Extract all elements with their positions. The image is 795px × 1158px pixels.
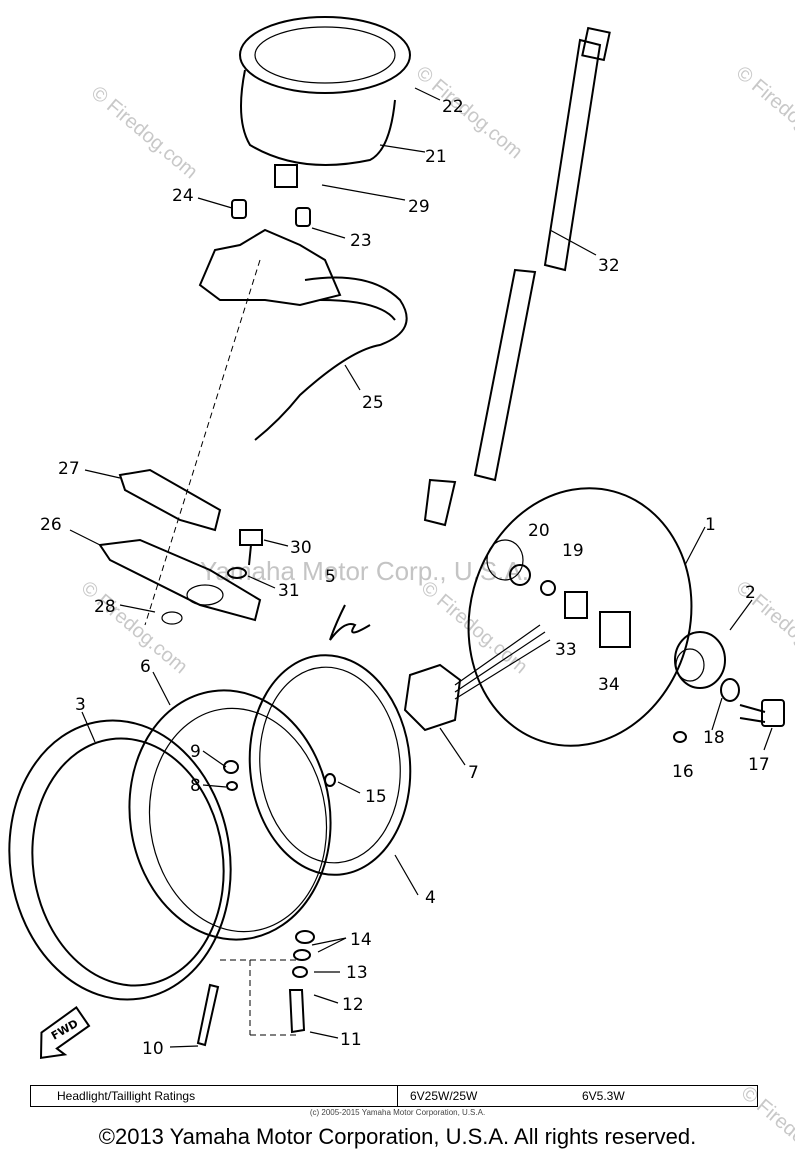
fwd-label: FWD — [49, 1017, 80, 1043]
footer-copyright: ©2013 Yamaha Motor Corporation, U.S.A. A… — [98, 1124, 697, 1149]
ratings-taillight-value: 6V5.3W — [582, 1089, 625, 1103]
callout-27: 27 — [58, 459, 80, 479]
callout-1: 1 — [705, 515, 716, 535]
callout-12: 12 — [342, 995, 364, 1015]
callout-30: 30 — [290, 538, 312, 558]
small-copyright: (c) 2005-2015 Yamaha Motor Corporation, … — [309, 1108, 486, 1117]
callout-28: 28 — [94, 597, 116, 617]
headlight-rim — [8, 711, 232, 1001]
callout-23: 23 — [350, 231, 372, 251]
callout-16: 16 — [672, 762, 694, 782]
ratings-label: Headlight/Taillight Ratings — [31, 1086, 398, 1106]
callout-33: 33 — [555, 640, 577, 660]
watermark-group: © Firedog.com © Firedog.com © Firedog.co… — [77, 62, 795, 1158]
headlight-case — [128, 671, 332, 941]
center-watermark: Yamaha Motor Corp., U.S.A. — [200, 556, 529, 586]
ratings-table: Headlight/Taillight Ratings 6V25W/25W 6V… — [30, 1085, 758, 1107]
callout-22: 22 — [442, 97, 464, 117]
callout-24: 24 — [172, 186, 194, 206]
speedometer-cable — [423, 26, 611, 527]
callout-7: 7 — [468, 763, 479, 783]
callout-10: 10 — [142, 1039, 164, 1059]
callout-21: 21 — [425, 147, 447, 167]
connector-7 — [403, 624, 551, 766]
callout-11: 11 — [340, 1030, 362, 1050]
callout-6: 6 — [140, 657, 151, 677]
callout-34: 34 — [598, 675, 620, 695]
watermark-5: © Firedog.com — [417, 577, 532, 678]
callout-14: 14 — [350, 930, 372, 950]
callout-8: 8 — [190, 776, 201, 796]
spring-5 — [329, 604, 371, 641]
callout-labels: 1 2 3 4 5 6 7 8 9 10 11 12 13 14 15 16 1… — [40, 97, 770, 1059]
callout-19: 19 — [562, 541, 584, 561]
watermark-6: © Firedog.com — [732, 577, 795, 678]
bulb-sockets — [144, 184, 408, 626]
callout-15: 15 — [365, 787, 387, 807]
callout-5: 5 — [325, 567, 336, 587]
headlight-body — [467, 487, 706, 747]
mount-hardware — [673, 599, 785, 751]
callout-9: 9 — [190, 742, 201, 762]
callout-32: 32 — [598, 256, 620, 276]
callout-2: 2 — [745, 583, 756, 603]
watermark-3: © Firedog.com — [732, 62, 795, 163]
bolt-30 — [227, 529, 289, 589]
callout-20: 20 — [528, 521, 550, 541]
callout-25: 25 — [362, 393, 384, 413]
brackets — [69, 468, 262, 625]
callout-3: 3 — [75, 695, 86, 715]
callout-13: 13 — [346, 963, 368, 983]
fwd-arrow: FWD — [39, 1006, 91, 1060]
callout-29: 29 — [408, 197, 430, 217]
sealed-beam-unit — [248, 654, 419, 896]
rim-screw — [169, 930, 347, 1048]
callout-18: 18 — [703, 728, 725, 748]
callout-31: 31 — [278, 581, 300, 601]
watermark-1: © Firedog.com — [87, 82, 202, 183]
callout-26: 26 — [40, 515, 62, 535]
ratings-headlight-value: 6V25W/25W — [410, 1089, 478, 1103]
speedometer — [239, 16, 441, 188]
callout-17: 17 — [748, 755, 770, 775]
callout-4: 4 — [425, 888, 436, 908]
